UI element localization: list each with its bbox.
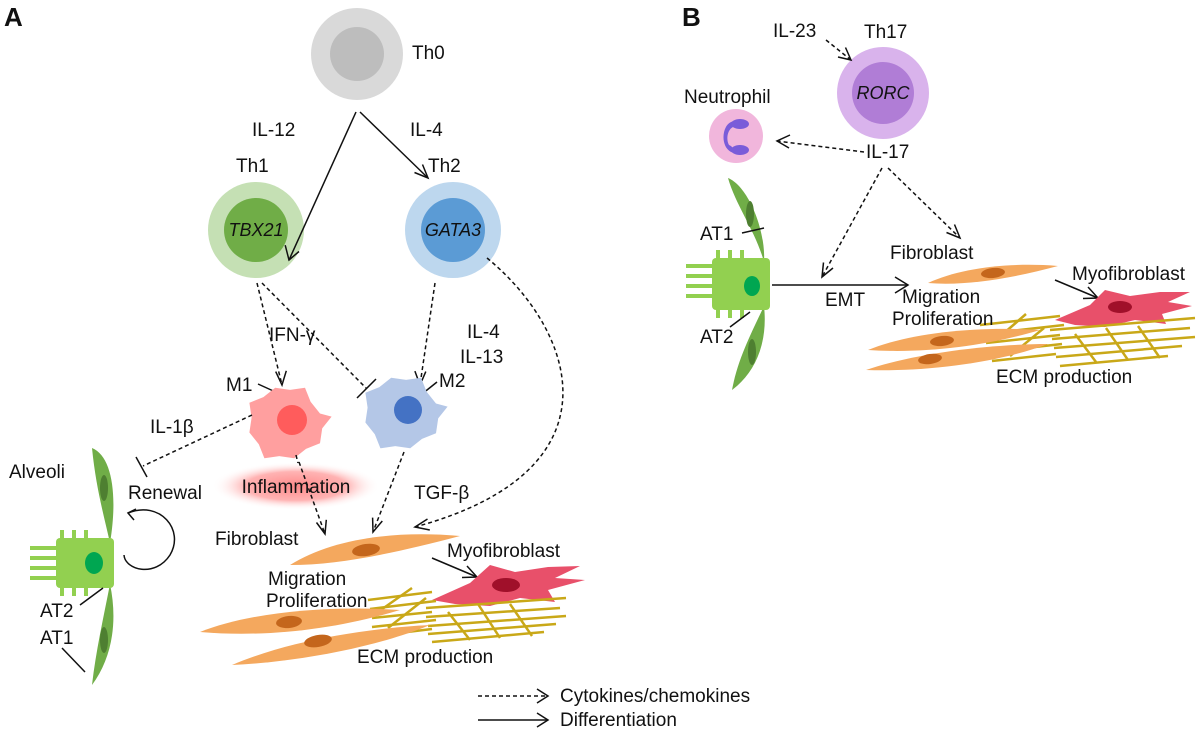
gata3-gene-label: GATA3 [425,220,481,240]
fibroblast-cell [290,534,460,565]
at2-label-pointer-b [729,311,751,328]
il13-label: IL-13 [460,347,503,368]
at2-label: AT2 [40,601,73,622]
il17-to-emt-arrow [821,167,883,279]
at2-cell-b [686,250,770,318]
tgfb-label: TGF-β [414,483,469,504]
il17-to-fibroblast-arrow [887,167,962,240]
panel-b-label: B [682,2,701,32]
m2-to-fibroblast-arrow [371,451,405,534]
legend-solid-label: Differentiation [560,710,677,731]
at2-label-b: AT2 [700,327,733,348]
migration-label-b: Migration [902,287,980,308]
th2-to-fibroblast-arrow [413,257,564,531]
at1-label-b: AT1 [700,224,733,245]
th0-label: Th0 [412,43,445,64]
m1-label: M1 [226,375,252,396]
th0-to-th2-arrow [359,111,430,180]
ifng-label: IFN-γ [269,325,316,346]
fibroblast-label: Fibroblast [215,529,299,550]
emt-arrow [772,276,910,294]
renewal-label: Renewal [128,483,202,504]
m2-macrophage [365,377,448,449]
tbx21-gene-label: TBX21 [228,220,283,240]
il4-m2-label: IL-4 [467,322,500,343]
th17-cell [837,47,929,139]
m1-to-fibroblast-arrow [298,461,328,537]
at2-cell [30,530,114,596]
at1-label-pointer-b [741,227,765,234]
th0-to-th1-arrow [284,111,357,262]
il23-label: IL-23 [773,21,816,42]
m1-macrophage [249,387,332,459]
ecm-production-label-a: ECM production [357,647,493,668]
il17-to-neutrophil-arrow [775,134,865,153]
at1-label-pointer [61,647,86,673]
th2-label: Th2 [428,156,461,177]
fibroblast-label-b: Fibroblast [890,243,974,264]
legend: Cytokines/chemokines Differentiation [478,686,750,731]
emt-label: EMT [825,290,866,311]
fibroblast-group-b [866,328,1048,371]
il12-label: IL-12 [252,120,295,141]
alveoli-epithelium [92,448,114,685]
th0-cell [311,8,403,100]
proliferation-label-a: Proliferation [266,591,367,612]
th17-label: Th17 [864,22,907,43]
il23-to-th17-arrow [825,39,853,62]
neutrophil-label: Neutrophil [684,87,771,108]
legend-solid-arrow [478,712,550,728]
ecm-fibers-a [367,586,567,644]
legend-dashed-arrow [478,688,550,704]
migration-label-a: Migration [268,569,346,590]
ecm-fibers-b [979,313,1196,368]
rorc-gene-label: RORC [857,83,911,103]
panel-a-label: A [4,2,23,32]
myofibroblast-label-b: Myofibroblast [1072,264,1186,285]
renewal-loop-arrow [123,508,176,571]
fibroblast-cell-b [928,264,1058,284]
neutrophil-cell [709,109,763,163]
myofibroblast-cell-b [1055,290,1192,327]
legend-dashed-label: Cytokines/chemokines [560,686,750,707]
alveoli-label: Alveoli [9,462,65,483]
th1-inhibits-m2 [261,282,377,399]
alveoli-epithelium-b [728,178,765,390]
myofibroblast-cell [432,565,585,606]
il4-label: IL-4 [410,120,443,141]
at2-label-pointer [79,587,104,606]
m2-label: M2 [439,371,465,392]
inflammation-label: Inflammation [242,477,351,498]
th2-to-m2-arrow [414,282,436,388]
il17-label: IL-17 [866,142,909,163]
ecm-production-label-b: ECM production [996,367,1132,388]
th2-cell [405,182,501,278]
fibroblast-group-a [200,608,430,665]
m1-to-inflammation-link [295,454,299,464]
th1-cell [208,182,304,278]
inflammation-glow [212,462,380,510]
th1-label: Th1 [236,156,269,177]
il1b-label: IL-1β [150,417,194,438]
at1-label: AT1 [40,628,73,649]
th1-to-m1-arrow [256,282,288,388]
proliferation-label-b: Proliferation [892,309,993,330]
m1-inhibits-renewal [135,414,253,478]
myofibroblast-label: Myofibroblast [447,541,561,562]
